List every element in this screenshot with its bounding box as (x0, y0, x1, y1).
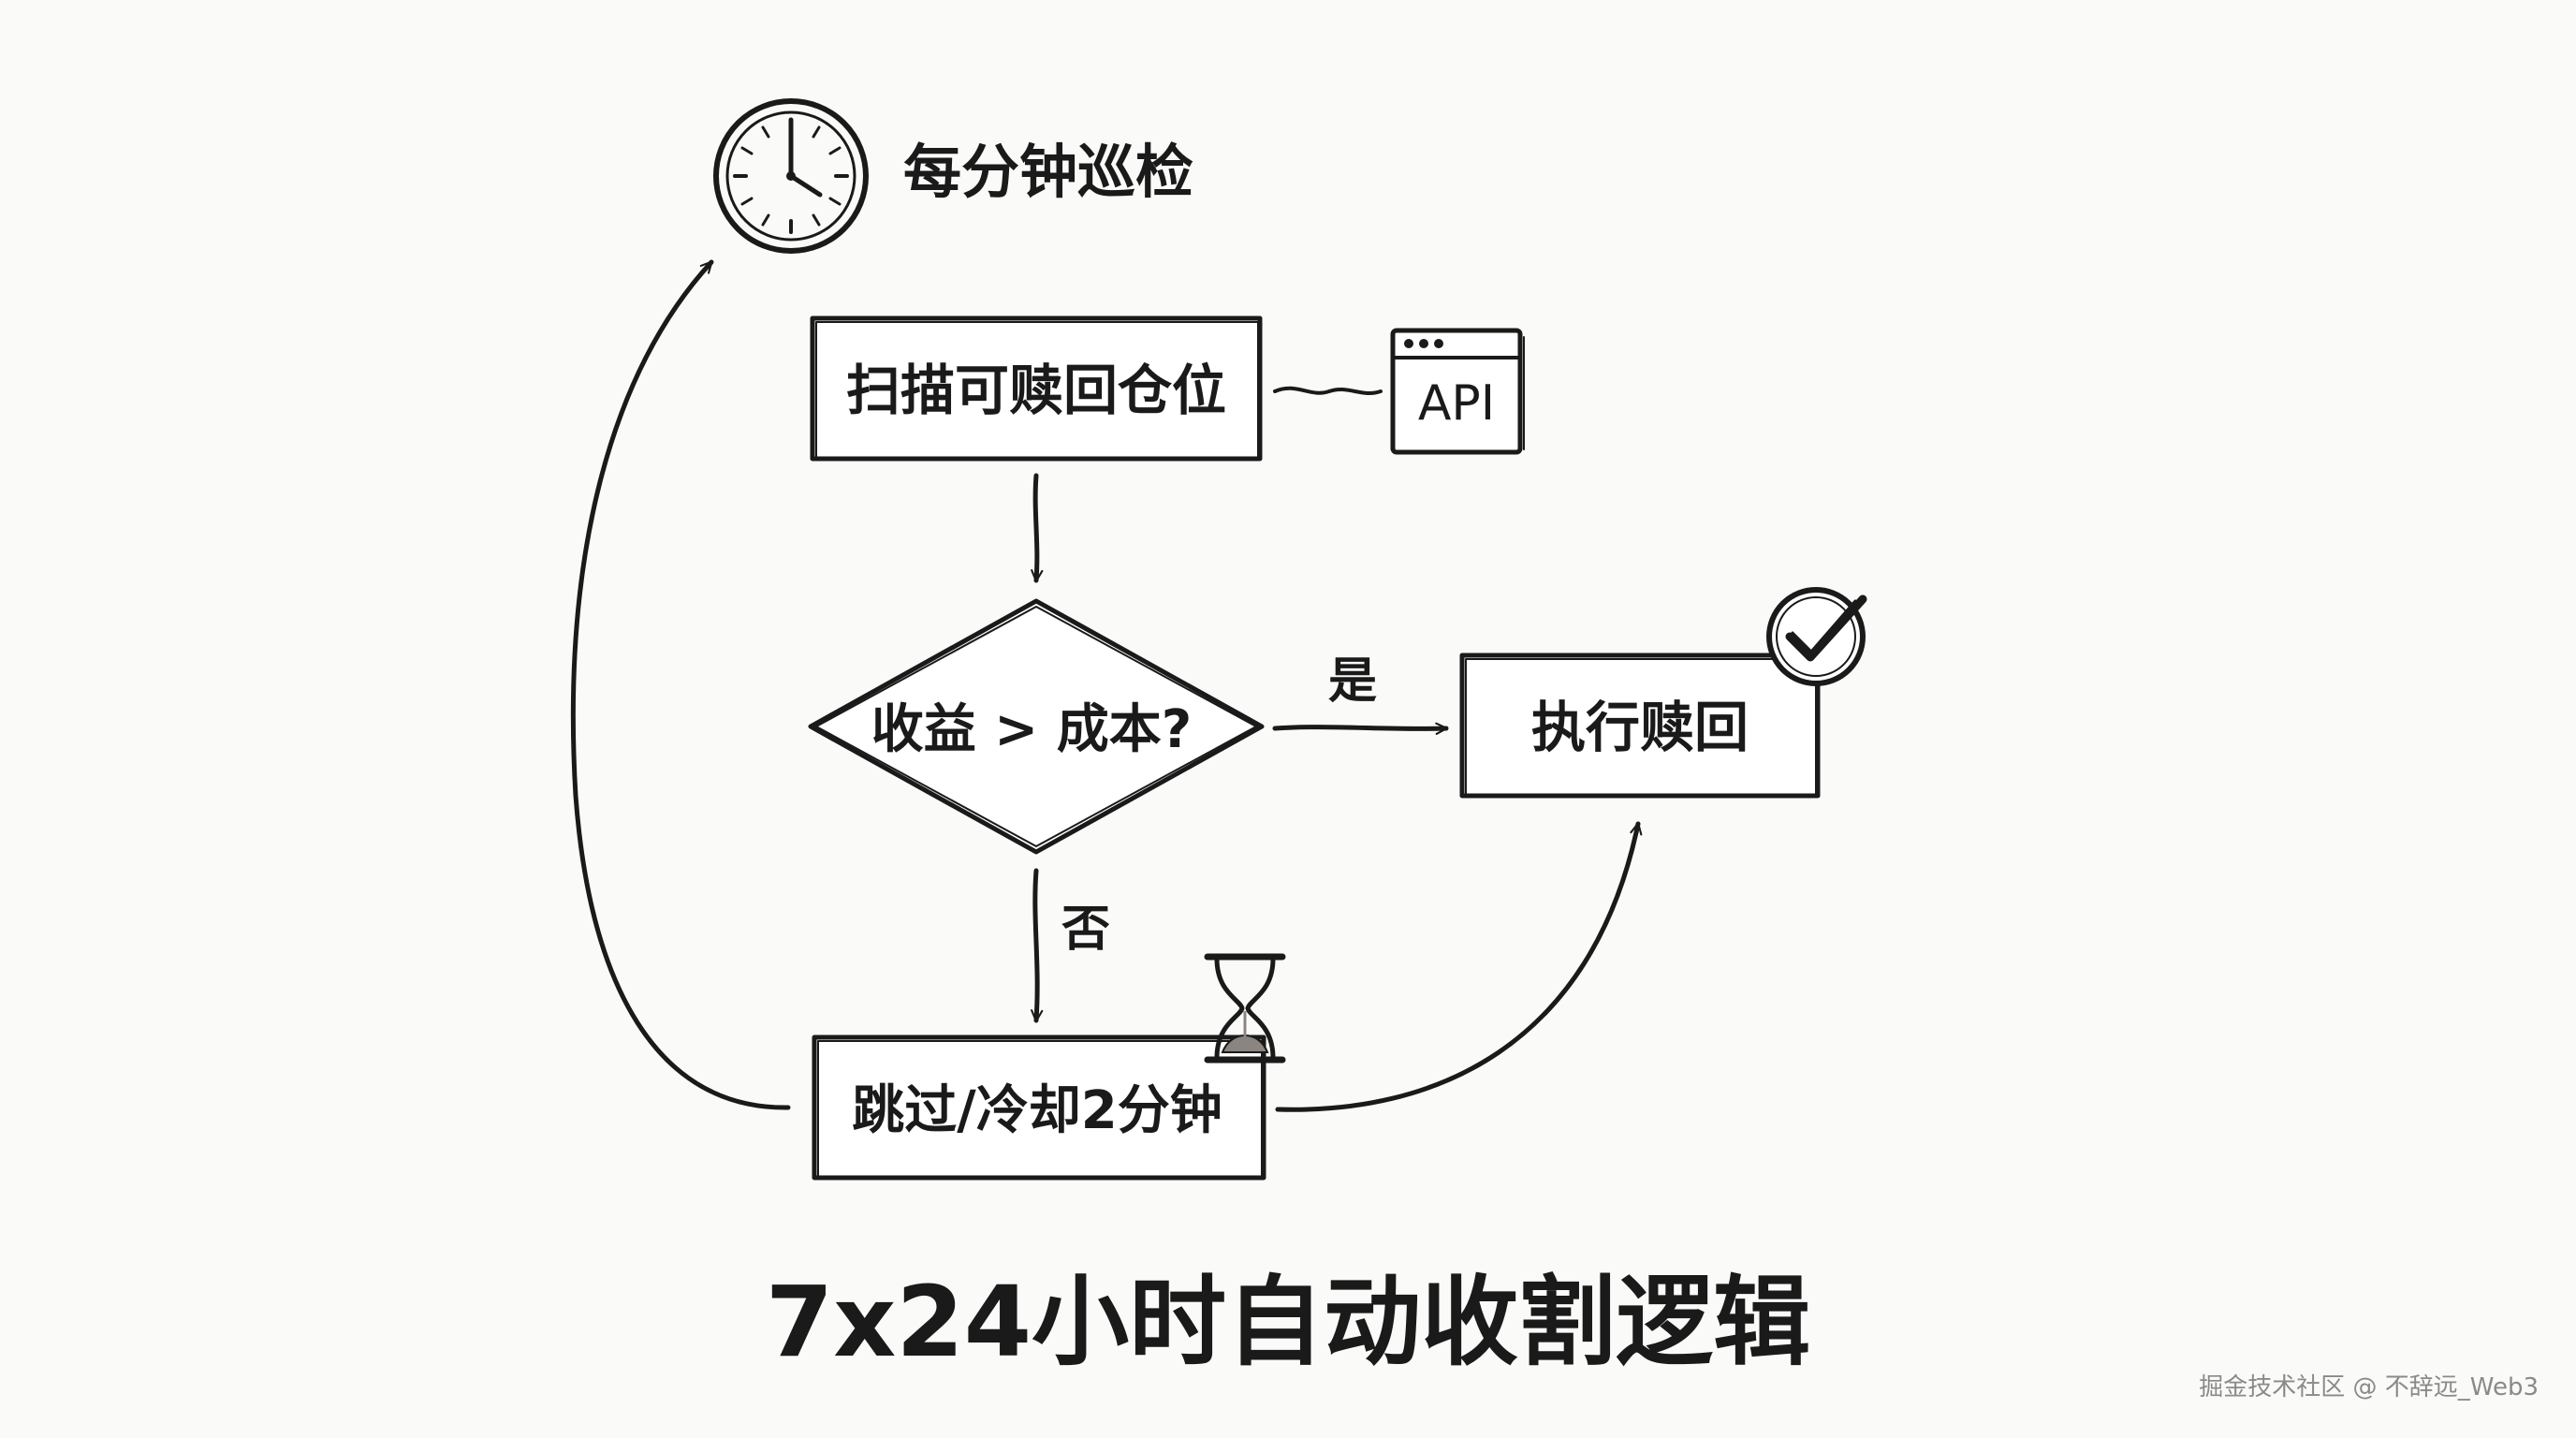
scan-label: 扫描可赎回仓位 (846, 359, 1226, 422)
cooldown-node (812, 1034, 1266, 1181)
arrow-no (1031, 868, 1044, 1023)
execute-node (1459, 653, 1821, 799)
diagram-title: 7x24小时自动收割逻辑 (766, 1265, 1810, 1379)
yes-label: 是 (1328, 653, 1377, 710)
api-connector (1273, 386, 1383, 395)
scan-node (810, 315, 1263, 462)
arrow-loop-to-trigger (570, 259, 791, 1110)
decision-label: 收益 > 成本? (871, 699, 1192, 760)
hourglass-icon (1204, 953, 1286, 1064)
arrow-cooldown-to-execute (1275, 821, 1643, 1112)
watermark: 掘金技术社区 @ 不辞远_Web3 (2199, 1373, 2539, 1401)
no-label: 否 (1061, 902, 1110, 958)
arrow-scan-to-decision (1031, 473, 1044, 583)
browser-window-icon (1390, 328, 1525, 455)
execute-label: 执行赎回 (1531, 696, 1749, 759)
cooldown-label: 跳过/冷却2分钟 (852, 1080, 1222, 1141)
api-label: API (1418, 375, 1495, 432)
clock-icon (713, 98, 869, 254)
decision-node (808, 598, 1265, 855)
trigger-label: 每分钟巡检 (903, 138, 1193, 206)
arrow-yes (1272, 722, 1449, 735)
checkmark-circle-icon (1766, 587, 1867, 686)
